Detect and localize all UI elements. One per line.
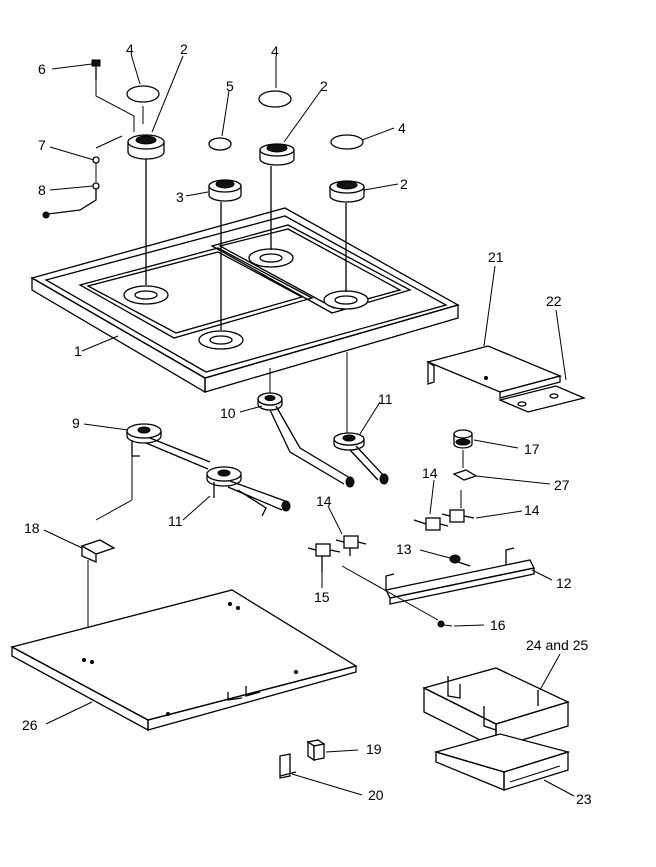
burner-assembly-right <box>333 352 389 485</box>
burner-assembly-left-front <box>206 466 291 517</box>
cooktop-main-top <box>30 207 460 394</box>
top-burner-port-front-right <box>323 290 369 310</box>
leader-lines <box>43 53 575 797</box>
callout-27: 27 <box>554 477 570 493</box>
callout-11-right: 11 <box>378 391 393 407</box>
screw-top <box>91 59 135 132</box>
callout-24-and-25: 24 and 25 <box>526 637 588 653</box>
callout-11-left: 11 <box>168 513 183 529</box>
top-burner-port-rear-right <box>248 248 294 268</box>
callout-6: 6 <box>38 61 46 77</box>
burner-cap-front-right <box>330 134 364 150</box>
burner-cap-rear-right <box>258 90 292 108</box>
igniter-bracket <box>279 753 297 779</box>
callout-labels: 1 2 2 2 3 4 4 4 5 6 7 8 9 10 11 11 12 13… <box>22 41 592 807</box>
callout-13: 13 <box>396 541 412 557</box>
callout-12: 12 <box>556 575 572 591</box>
callout-1: 1 <box>74 343 82 359</box>
callout-4-left: 4 <box>126 41 134 57</box>
broiler-pan-lower <box>433 733 571 791</box>
callout-19: 19 <box>366 741 382 757</box>
burner-assembly-left-rear <box>95 423 211 521</box>
knob-bracket-clip <box>452 450 478 481</box>
callout-17: 17 <box>524 441 540 457</box>
burner-head-rear-right <box>259 143 295 250</box>
callout-22: 22 <box>546 293 562 309</box>
valve-center <box>335 535 367 556</box>
callout-7: 7 <box>38 137 46 153</box>
burner-cap-left <box>126 85 160 124</box>
callout-4-rear-right: 4 <box>271 43 279 59</box>
callout-3: 3 <box>176 189 184 205</box>
knob-adaptor <box>453 429 473 449</box>
orifice-fitting <box>449 554 471 567</box>
callout-14-right-a: 14 <box>422 465 438 481</box>
callout-23: 23 <box>576 791 592 807</box>
callout-5: 5 <box>226 78 234 94</box>
gas-manifold <box>385 547 535 605</box>
heat-shield-panel <box>425 345 563 399</box>
burner-head-left <box>127 134 165 285</box>
callout-14-right-b: 14 <box>524 502 540 518</box>
bottom-burner-pan <box>10 589 358 732</box>
callout-9: 9 <box>72 415 80 431</box>
spring-clip <box>92 135 123 182</box>
callout-2-rear-right: 2 <box>320 78 328 94</box>
callout-8: 8 <box>38 182 46 198</box>
top-burner-port-front-left <box>123 285 169 305</box>
burner-head-center <box>208 179 242 330</box>
callout-14-center: 14 <box>316 493 332 509</box>
igniter-switch <box>306 739 326 762</box>
callout-2-left: 2 <box>180 41 188 57</box>
top-burner-port-rear-left <box>198 330 244 350</box>
manifold-screw <box>341 565 453 628</box>
callout-16: 16 <box>490 617 506 633</box>
callout-2-front-right: 2 <box>400 176 408 192</box>
callout-21: 21 <box>488 249 504 265</box>
callout-10: 10 <box>220 405 236 421</box>
burner-head-front-right <box>329 180 365 292</box>
callout-18: 18 <box>24 520 40 536</box>
callout-26: 26 <box>22 717 38 733</box>
heat-shield-bracket <box>497 385 587 413</box>
callout-20: 20 <box>368 787 384 803</box>
burner-assembly-center <box>257 368 355 488</box>
valve-right-b <box>441 490 475 523</box>
callout-15: 15 <box>314 589 330 605</box>
valve-right-a <box>413 517 449 531</box>
burner-cap-small-center <box>208 137 232 151</box>
callout-4-front-right: 4 <box>398 120 406 136</box>
valve-left <box>307 543 341 572</box>
